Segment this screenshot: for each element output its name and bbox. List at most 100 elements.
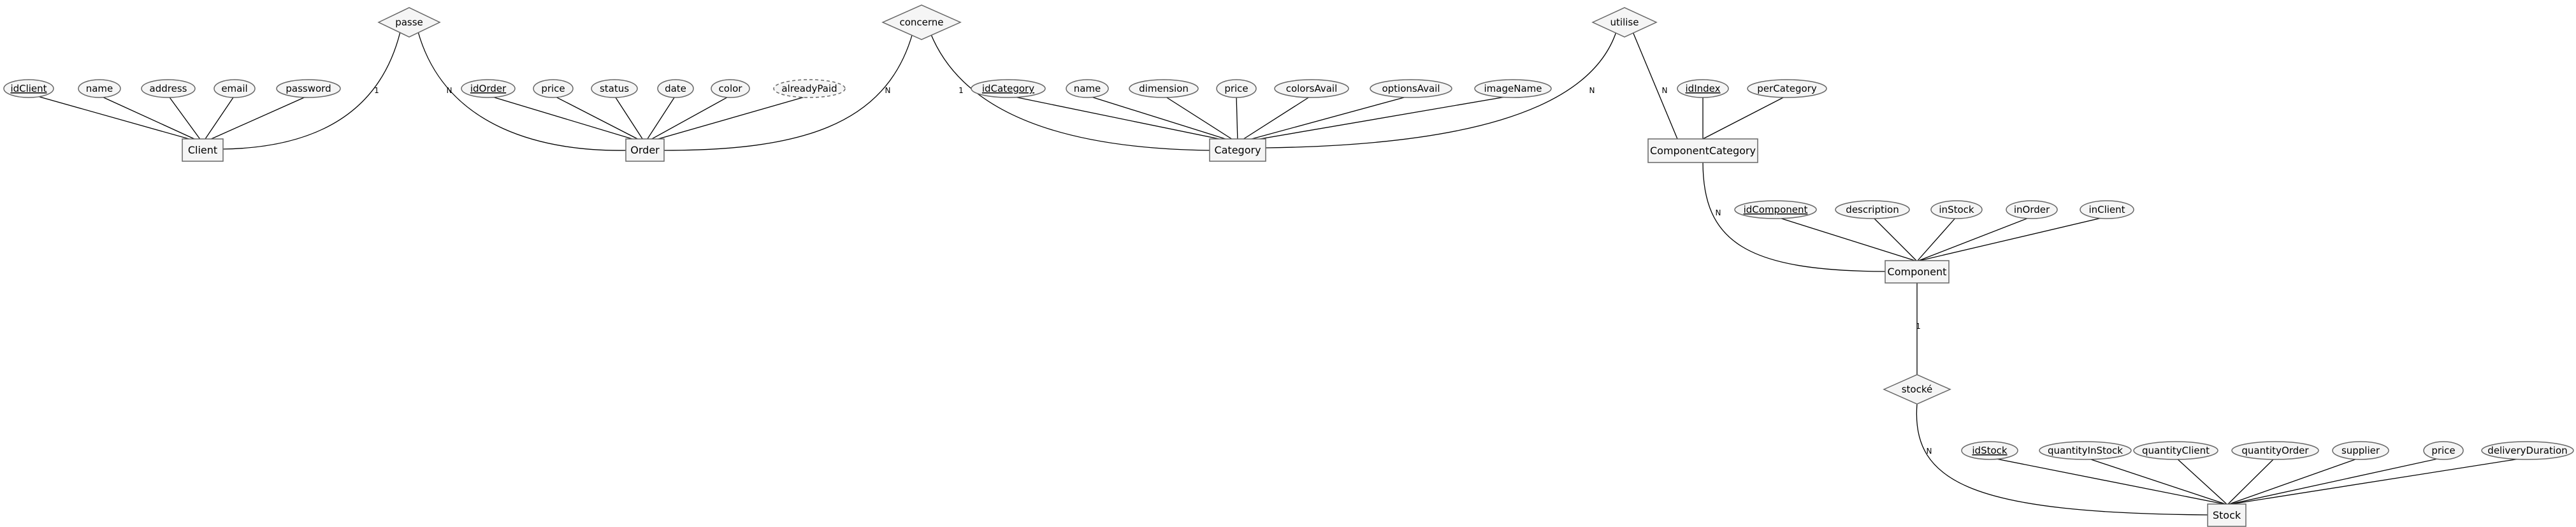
card-stocke-stock: N — [1927, 447, 1932, 456]
card-concerne-category: 1 — [959, 86, 964, 95]
attr-category-dimension: dimension — [1129, 79, 1199, 98]
attr-client-idclient-label: idClient — [10, 83, 47, 94]
relationship-passe-label: passe — [395, 17, 423, 28]
edge-stock-deliveryduration — [2227, 457, 2528, 505]
attr-compcat-idindex: idIndex — [1677, 79, 1729, 98]
edge-category-idcategory — [1008, 95, 1238, 143]
attr-stock-supplier: supplier — [2332, 441, 2389, 460]
attr-order-color-label: color — [719, 83, 743, 94]
relationship-concerne-label: concerne — [899, 17, 943, 28]
edge-order-color — [644, 95, 731, 143]
card-passe-order: N — [447, 86, 452, 95]
attr-category-imagename-label: imageName — [1484, 83, 1542, 94]
entity-component: Component — [1885, 260, 1950, 284]
attr-category-name: name — [1066, 79, 1109, 98]
edge-category-dimension — [1163, 95, 1238, 143]
attr-order-price-label: price — [541, 83, 565, 94]
edge-stock-supplier — [2227, 457, 2361, 505]
attr-order-alreadypaid-label: alreadyPaid — [781, 83, 837, 94]
attr-client-password: password — [276, 79, 341, 98]
relationship-utilise-label: utilise — [1610, 17, 1639, 28]
attr-client-email-label: email — [221, 83, 247, 94]
entity-client-label: Client — [188, 144, 217, 156]
attr-component-inclient-label: inClient — [2088, 204, 2125, 215]
edge-stock-quantityorder — [2227, 457, 2276, 505]
edge-stock-quantityclient — [2175, 457, 2228, 505]
attr-component-inorder: inOrder — [2006, 200, 2058, 219]
attr-order-status: status — [591, 79, 638, 98]
card-compcat-component: N — [1716, 208, 1721, 217]
entity-order: Order — [625, 138, 665, 162]
card-utilise-category: N — [1589, 86, 1595, 95]
attr-stock-quantityclient: quantityClient — [2133, 441, 2218, 460]
attr-order-idorder: idOrder — [461, 79, 516, 98]
edge-stocke-stock — [1916, 403, 2208, 516]
card-utilise-compcat: N — [1662, 86, 1668, 95]
edge-passe-client — [221, 31, 401, 150]
attr-stock-idstock-label: idStock — [1972, 445, 2008, 456]
edge-concerne-category — [930, 32, 1212, 151]
edge-client-idclient — [34, 95, 203, 143]
relationship-stocke-label: stocké — [1902, 384, 1933, 395]
attr-category-imagename: imageName — [1474, 79, 1552, 98]
entity-component-category-label: ComponentCategory — [1650, 145, 1756, 157]
attr-component-description-label: description — [1846, 204, 1899, 215]
attr-client-idclient: idClient — [3, 79, 54, 98]
edge-stock-quantityinstock — [2085, 457, 2228, 505]
attr-component-instock-label: inStock — [1939, 204, 1974, 215]
attr-order-status-label: status — [600, 83, 629, 94]
attr-component-instock: inStock — [1930, 200, 1983, 219]
attr-category-optionsavail-label: optionsAvail — [1382, 83, 1440, 94]
attr-compcat-idindex-label: idIndex — [1686, 83, 1721, 94]
relationship-concerne: concerne — [881, 4, 962, 40]
edge-order-idorder — [488, 95, 646, 143]
attr-order-alreadypaid: alreadyPaid — [773, 79, 846, 98]
edge-utilise-compcat — [1632, 31, 1678, 140]
entity-category-label: Category — [1214, 144, 1261, 156]
edge-order-price — [553, 95, 646, 143]
card-component-stocke: 1 — [1916, 322, 1921, 331]
entity-order-label: Order — [630, 144, 660, 156]
attr-client-address-label: address — [150, 83, 187, 94]
attr-order-date: date — [657, 79, 694, 98]
attr-stock-quantityclient-label: quantityClient — [2142, 445, 2210, 456]
edge-client-address — [168, 95, 203, 143]
edge-category-colorsavail — [1237, 95, 1312, 143]
cardinalities: 1 N N 1 N N N 1 N — [374, 86, 1932, 456]
edge-compcat-component — [1702, 161, 1886, 272]
edge-utilise-category — [1265, 31, 1617, 148]
edge-category-optionsavail — [1237, 95, 1412, 143]
card-concerne-order: N — [885, 86, 891, 95]
attr-category-colorsavail-label: colorsAvail — [1286, 83, 1338, 94]
edge-component-idcomponent — [1775, 216, 1918, 262]
edge-order-status — [614, 95, 646, 143]
edge-category-price — [1236, 95, 1238, 143]
attr-stock-price-label: price — [2431, 445, 2455, 456]
edge-client-name — [99, 95, 203, 143]
entity-stock: Stock — [2207, 503, 2247, 527]
entity-component-label: Component — [1888, 266, 1947, 278]
entity-category: Category — [1209, 138, 1266, 162]
attr-category-idcategory: idCategory — [971, 79, 1046, 98]
attr-stock-price: price — [2423, 441, 2464, 460]
attr-category-colorsavail: colorsAvail — [1274, 79, 1349, 98]
attr-stock-quantityorder-label: quantityOrder — [2241, 445, 2309, 456]
edge-order-date — [644, 95, 676, 143]
edge-component-inorder — [1916, 216, 2032, 262]
attr-stock-quantityinstock-label: quantityInStock — [2048, 445, 2123, 456]
attr-stock-supplier-label: supplier — [2341, 445, 2380, 456]
attr-component-inorder-label: inOrder — [2014, 204, 2050, 215]
attr-order-price: price — [533, 79, 574, 98]
entity-component-category: ComponentCategory — [1647, 138, 1758, 163]
attr-component-idcomponent-label: idComponent — [1744, 204, 1808, 215]
attr-compcat-percategory: perCategory — [1747, 79, 1827, 98]
edge-component-instock — [1916, 216, 1957, 262]
edge-category-name — [1087, 95, 1238, 143]
attr-stock-idstock: idStock — [1961, 441, 2018, 460]
edge-order-alreadypaid — [644, 95, 810, 143]
edge-stock-price — [2227, 457, 2444, 505]
card-passe-client: 1 — [374, 86, 379, 95]
edge-component-description — [1872, 216, 1918, 262]
edge-category-imagename — [1237, 95, 1514, 143]
